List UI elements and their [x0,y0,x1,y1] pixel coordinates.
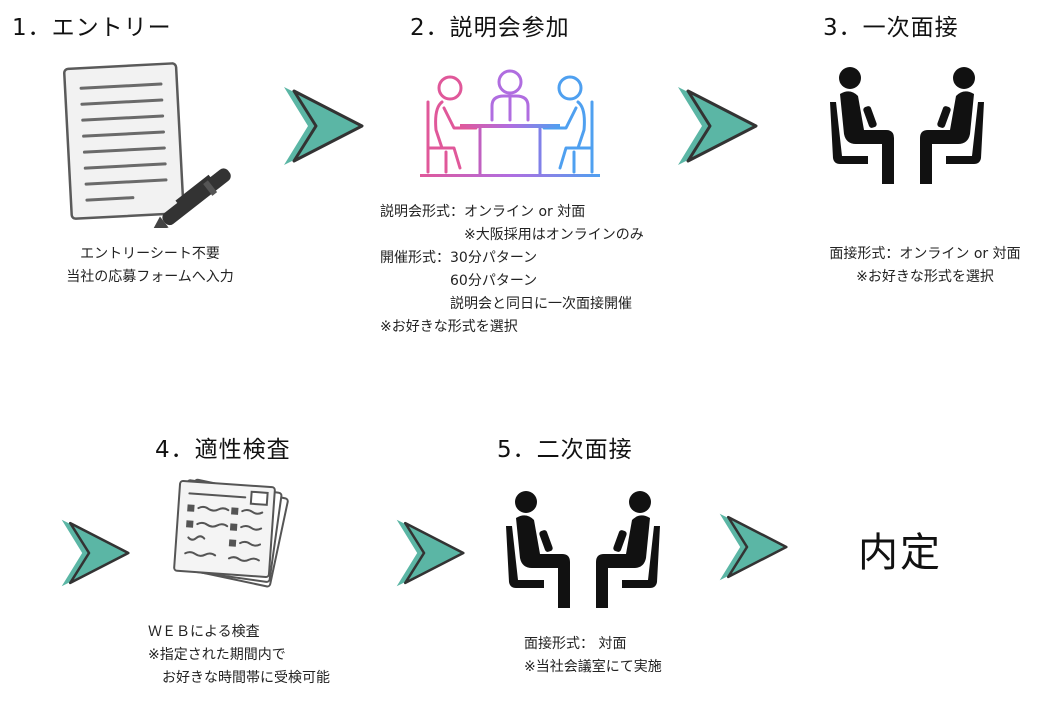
document-with-pen-icon [60,58,240,228]
arrow-right-icon [676,85,758,167]
interview-chairs-icon [504,490,662,610]
arrow-right-icon [718,512,788,582]
step-5-description: 面接形式： 対面 ※当社会議室にて実施 [524,636,662,675]
step-4-title: 4．適性検査 [155,437,291,463]
step-1-title: 1．エントリー [12,15,172,41]
step-2-title: 2．説明会参加 [410,15,570,41]
step-3-title: 3．一次面接 [823,15,959,41]
interview-chairs-icon [828,66,986,186]
arrow-right-icon [395,518,465,588]
step-2-description: 説明会形式：オンライン or 対面 ※大阪採用はオンラインのみ 開催形式：30分… [380,204,644,335]
step-4-description: ＷＥＢによる検査 ※指定された期間内で お好きな時間帯に受検可能 [148,624,330,686]
meeting-table-icon [420,68,600,186]
step-1-description: エントリーシート不要 当社の応募フォームへ入力 [66,246,234,285]
step-3-description: 面接形式：オンライン or 対面 ※お好きな形式を選択 [829,246,1021,285]
arrow-right-icon [282,85,364,167]
test-papers-icon [165,478,295,598]
arrow-right-icon [60,518,130,588]
job-offer-label: 内定 [858,530,942,576]
step-5-title: 5．二次面接 [497,437,633,463]
